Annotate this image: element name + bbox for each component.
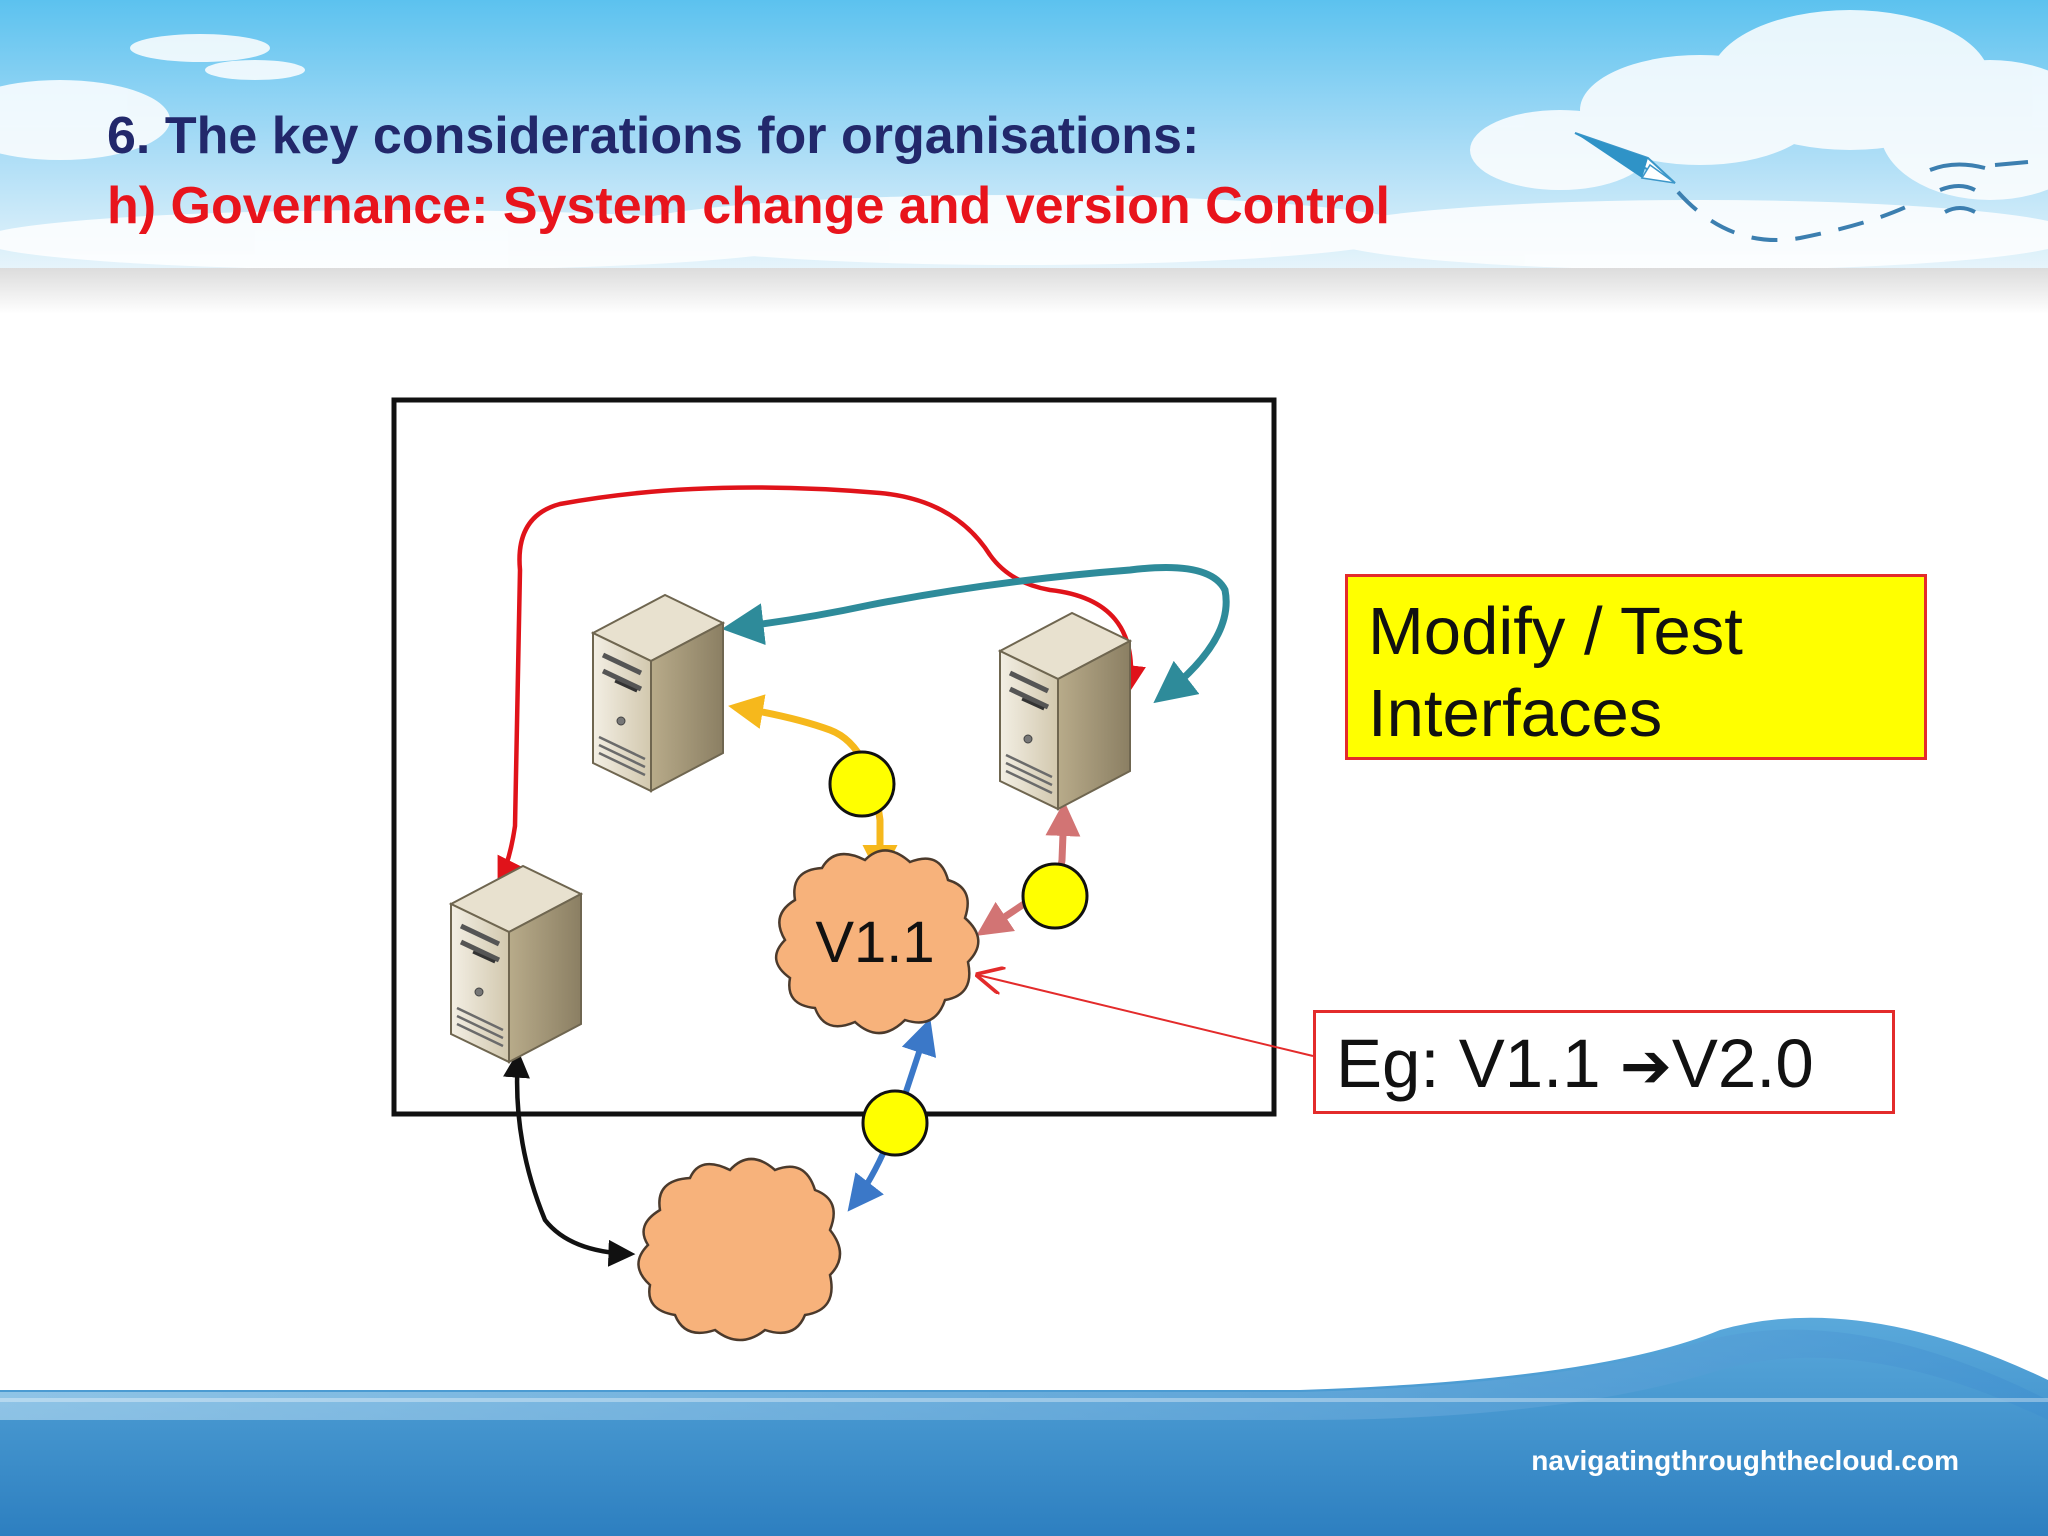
right-arrow-icon: ➔ bbox=[1619, 1029, 1672, 1102]
cloud-v1-1: V1.1 bbox=[775, 849, 980, 1035]
footer-wave bbox=[0, 1317, 2048, 1536]
cloud-version-label: V1.1 bbox=[815, 910, 934, 975]
edge-red-top-right-to-bottom-left bbox=[497, 485, 1146, 885]
server-bottom-left-icon bbox=[451, 866, 581, 1062]
server-top-left-icon bbox=[593, 595, 723, 791]
slide-title: 6. The key considerations for organisati… bbox=[107, 107, 1200, 165]
callout-version-example: Eg: V1.1 ➔V2.0 bbox=[1313, 1010, 1895, 1114]
callout-modify-test: Modify / Test Interfaces bbox=[1345, 574, 1927, 760]
change-marker-2 bbox=[1021, 862, 1089, 930]
edge-black-server-to-external-cloud bbox=[503, 1050, 636, 1267]
change-marker-3 bbox=[861, 1089, 929, 1157]
callout-pointer-line bbox=[978, 975, 1314, 1057]
callout-modify-line2: Interfaces bbox=[1368, 676, 1663, 751]
header-divider-band bbox=[0, 268, 2048, 314]
change-marker-1 bbox=[828, 750, 896, 818]
footer-website-link[interactable]: navigatingthroughthecloud.com bbox=[1531, 1445, 1959, 1476]
paper-plane-icon bbox=[1574, 132, 2029, 243]
callout-version-prefix: Eg: V1.1 bbox=[1336, 1025, 1620, 1102]
callout-modify-line1: Modify / Test bbox=[1368, 594, 1743, 669]
slide-subtitle: h) Governance: System change and version… bbox=[107, 177, 1390, 235]
server-top-right-icon bbox=[1000, 613, 1130, 809]
callout-version-suffix: V2.0 bbox=[1671, 1025, 1814, 1102]
edge-teal-top-right-to-top-left bbox=[721, 564, 1230, 704]
cloud-external bbox=[637, 1157, 842, 1342]
